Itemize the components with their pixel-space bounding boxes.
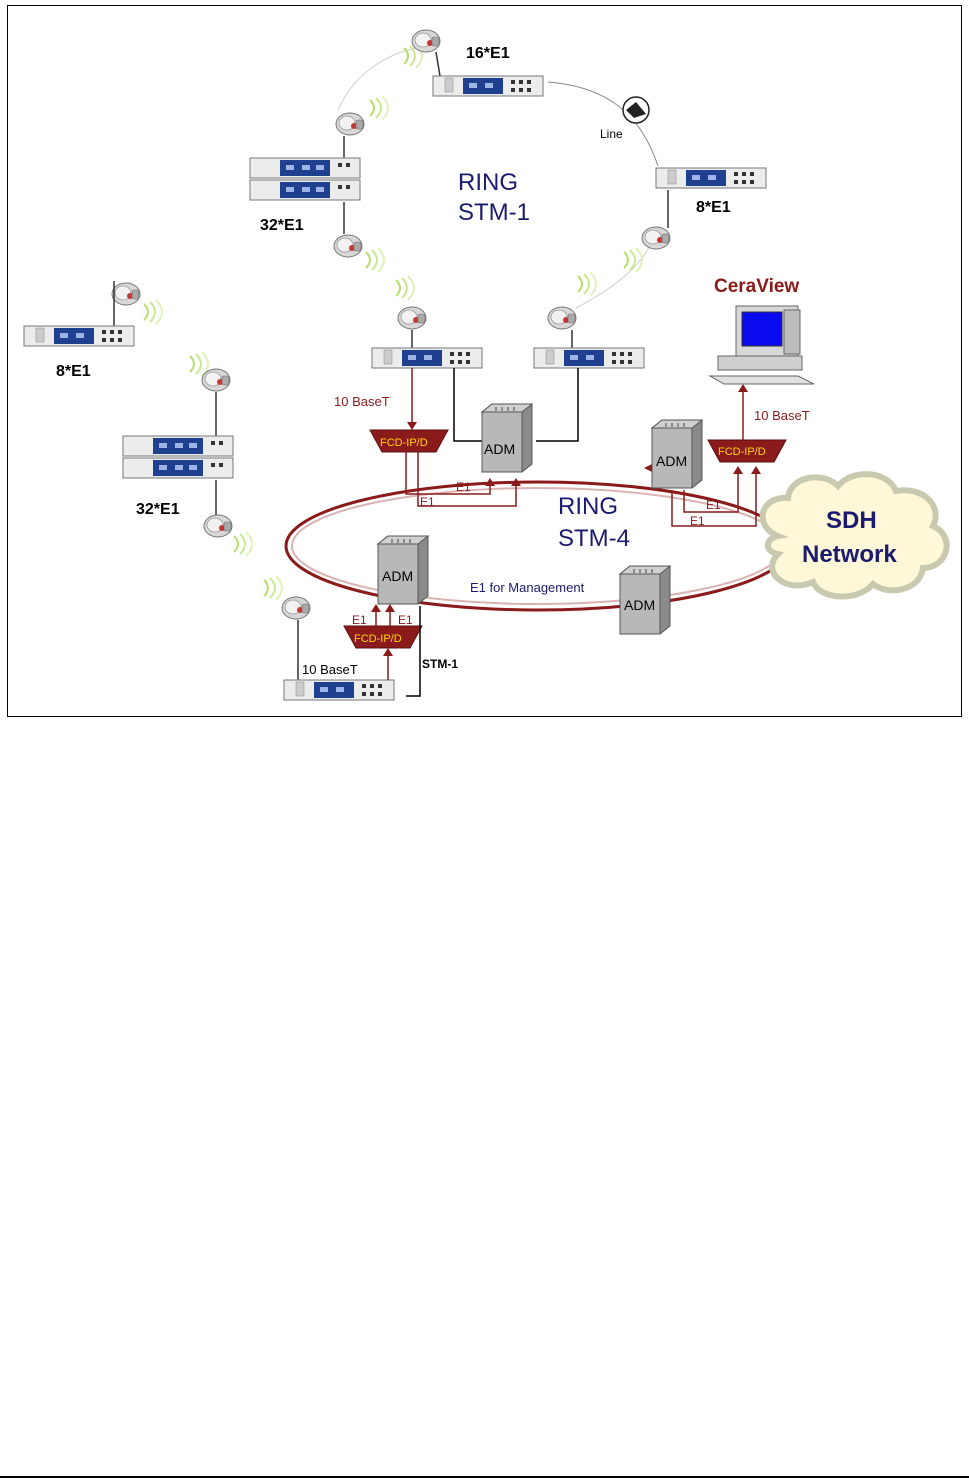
device-center-right: [534, 348, 644, 368]
label-8e1-right: 8*E1: [696, 199, 731, 216]
label-16e1: 16*E1: [466, 45, 510, 62]
fcd-right-label: FCD-IP/D: [718, 446, 766, 458]
label-32e1-lower: 32*E1: [136, 501, 180, 518]
footer-rule: [0, 1476, 969, 1478]
device-16e1: [433, 76, 543, 96]
line-label: Line: [600, 127, 623, 141]
ring-stm1-line1: RING: [458, 169, 518, 196]
adm-bottom-right-label: ADM: [624, 597, 655, 613]
ring-stm4-line2: STM-4: [558, 525, 630, 552]
base-t-bottom: 10 BaseT: [302, 662, 358, 677]
sdh-network-cloud: [763, 474, 947, 596]
fcd-bottom-label: FCD-IP/D: [354, 633, 402, 645]
adm-top: [482, 404, 532, 472]
e1-left-lower: E1: [420, 495, 435, 509]
e1-management-label: E1 for Management: [470, 580, 585, 595]
e1-right-upper: E1: [706, 498, 721, 512]
fcd-left-label: FCD-IP/D: [380, 437, 428, 449]
sdh-line1: SDH: [826, 507, 877, 534]
ceraview-computer-icon: [710, 306, 814, 384]
device-center-left: [372, 348, 482, 368]
device-bottom: [284, 680, 394, 700]
e1-right-lower: E1: [690, 514, 705, 528]
ring-stm1-line2: STM-1: [458, 199, 530, 226]
device-8e1-right: [656, 168, 766, 188]
adm-right-label: ADM: [656, 453, 687, 469]
ceraview-label: CeraView: [714, 276, 799, 297]
base-t-upper-left: 10 BaseT: [334, 394, 390, 409]
label-8e1-left: 8*E1: [56, 363, 91, 380]
device-32e1-upper: [250, 158, 360, 200]
device-8e1-left: [24, 326, 134, 346]
e1-left-upper: E1: [456, 480, 471, 494]
e1-bottom-left: E1: [352, 613, 367, 627]
e1-bottom-right: E1: [398, 613, 413, 627]
network-diagram: 16*E1 Line 8*E1 RING STM-1 32*E1 8*E1 32…: [8, 6, 961, 716]
stm1-link-label: STM-1: [422, 657, 458, 671]
base-t-right: 10 BaseT: [754, 408, 810, 423]
device-32e1-lower: [123, 436, 233, 478]
line-link: [548, 82, 658, 166]
diagram-frame: 16*E1 Line 8*E1 RING STM-1 32*E1 8*E1 32…: [7, 5, 962, 717]
label-32e1-upper: 32*E1: [260, 217, 304, 234]
sdh-line2: Network: [802, 541, 897, 568]
adm-top-label: ADM: [484, 441, 515, 457]
ring-stm4-line1: RING: [558, 493, 618, 520]
adm-bottom-left-label: ADM: [382, 568, 413, 584]
